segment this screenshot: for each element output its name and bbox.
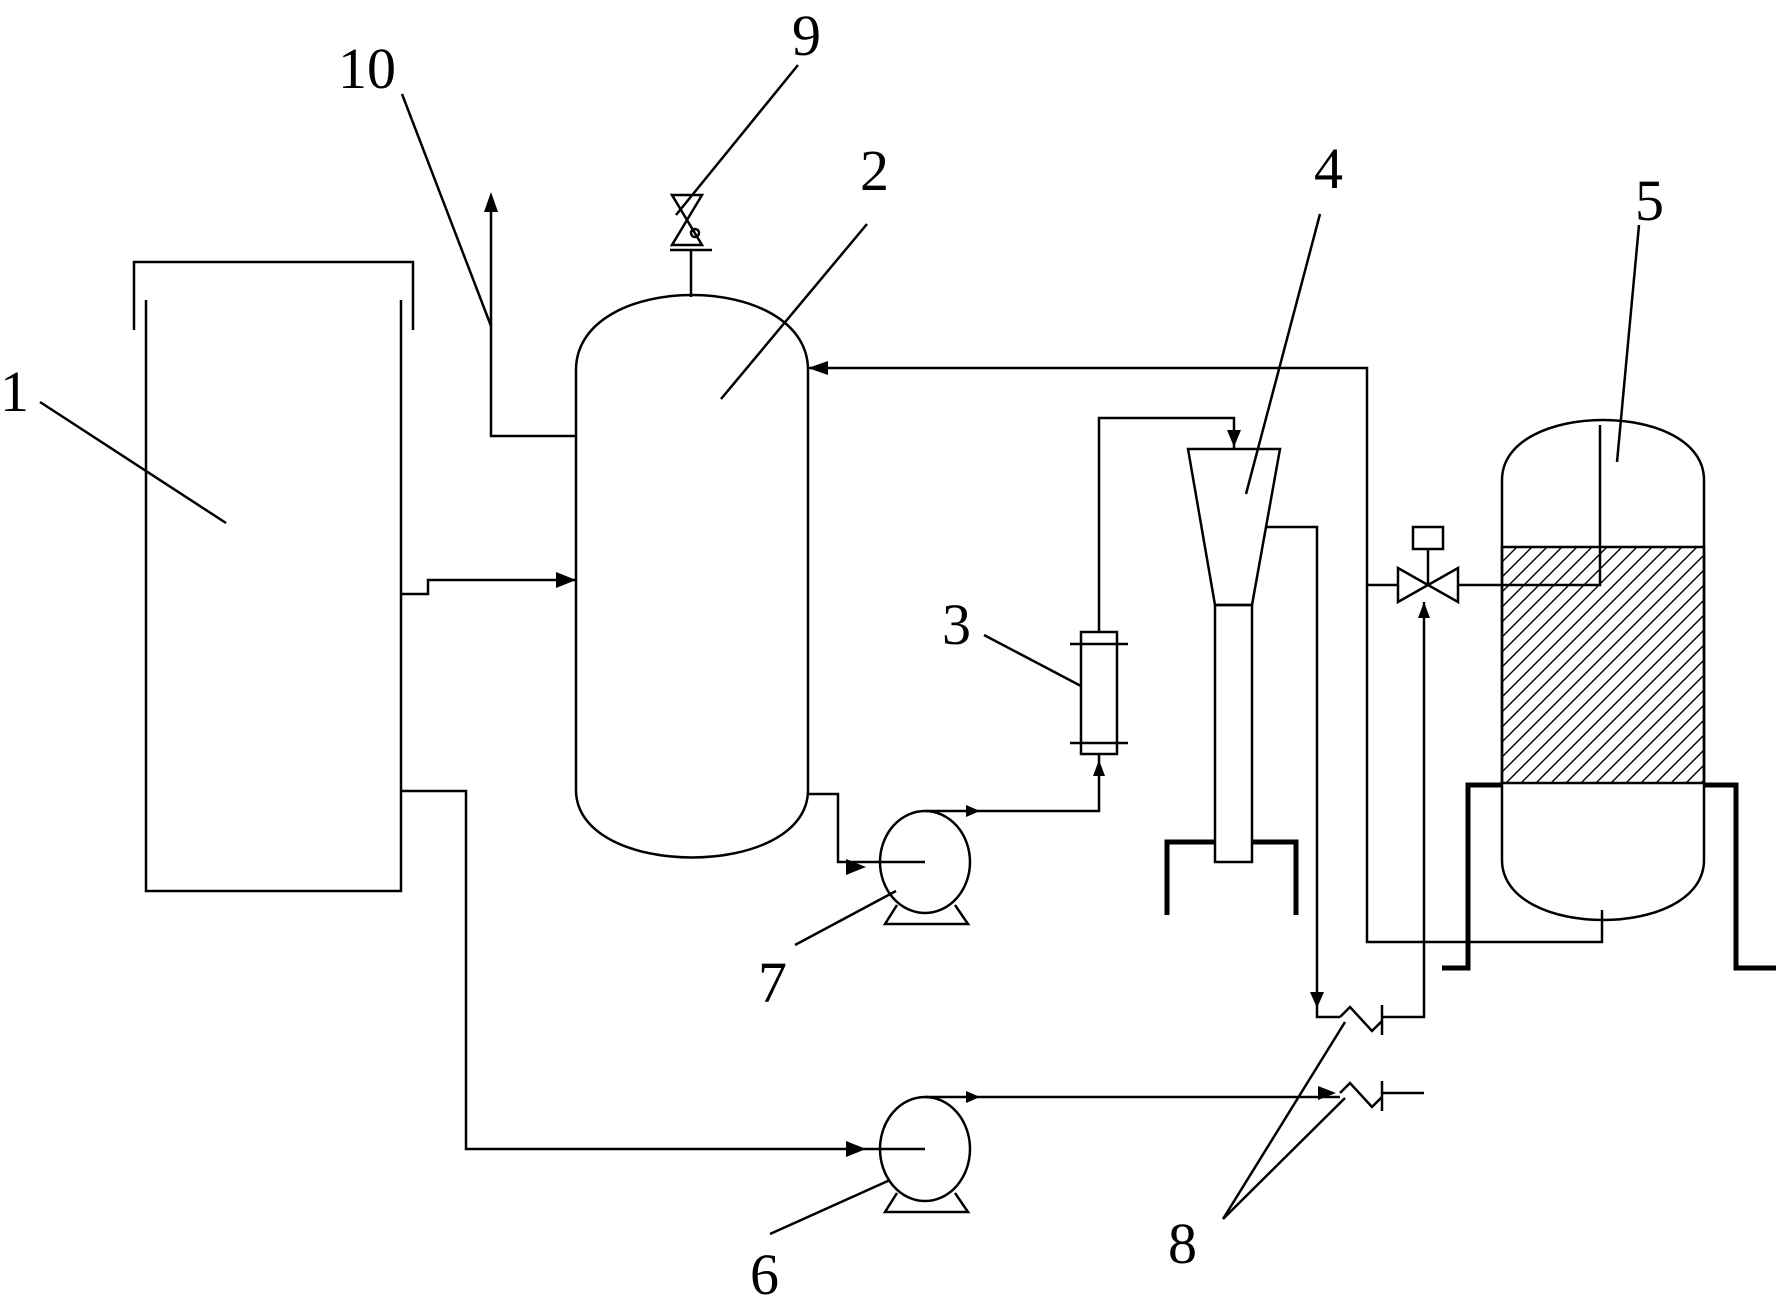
hatch-line [1746, 547, 1776, 783]
hatch-line [1502, 547, 1563, 608]
label-10: 10 [338, 36, 396, 101]
hatch-line [1502, 547, 1638, 683]
hatch-line [1670, 749, 1704, 783]
check-valve-8-lower [1339, 1081, 1384, 1111]
heat-exchanger-3 [1070, 630, 1128, 756]
pump-6 [878, 1095, 972, 1214]
label-2: 2 [860, 138, 889, 203]
hatch-line [1700, 779, 1704, 783]
arrow-into-vessel-2 [556, 572, 576, 588]
hatch-line [1502, 547, 1593, 638]
label-4: 4 [1314, 136, 1343, 201]
hatch-line [1716, 547, 1776, 783]
label-1: 1 [0, 359, 29, 424]
arrow-into-ejector-4 [1227, 430, 1241, 447]
callout-labels: 1 2 3 4 5 6 7 8 9 10 [0, 3, 1664, 1299]
hatch-line [1610, 689, 1704, 783]
arrow-into-check-valve-upper [1310, 992, 1324, 1008]
hatch-line [1535, 614, 1704, 783]
arrow-return-vessel-2 [808, 361, 828, 375]
label-7: 7 [758, 950, 787, 1015]
packing-hatch [1502, 547, 1776, 783]
arrow-pump-6-out [966, 1091, 980, 1103]
hatch-line [1655, 734, 1704, 783]
arrow-into-check-valve-lower [1318, 1086, 1336, 1100]
hatch-line [1595, 674, 1704, 783]
hatch-line [1565, 644, 1704, 783]
hatch-line [1640, 719, 1704, 783]
arrow-into-three-way-valve [1418, 602, 1430, 618]
hatch-line [1502, 547, 1668, 713]
hatch-line [1761, 547, 1776, 783]
hatch-line [1520, 599, 1704, 783]
hatch-line [1502, 554, 1704, 758]
packed-column-5 [1442, 418, 1776, 971]
label-8: 8 [1168, 1211, 1197, 1276]
arrow-into-pump-6 [846, 1141, 866, 1157]
flow-arrows [484, 192, 1430, 1157]
pump-7 [878, 809, 972, 926]
label-9: 9 [792, 3, 821, 68]
hatch-line [1502, 569, 1704, 773]
label-6: 6 [750, 1242, 779, 1299]
hatch-line [1502, 547, 1548, 593]
hatch-line [1502, 547, 1653, 698]
leader-lines [39, 64, 1641, 1236]
check-valve-8-upper [1339, 1005, 1384, 1035]
hatch-line [1505, 584, 1704, 783]
arrow-into-pump-7 [846, 859, 866, 875]
hatch-line [1580, 659, 1704, 783]
vessel-2 [574, 293, 810, 859]
hatch-line [1502, 547, 1578, 623]
hatch-line [1625, 704, 1704, 783]
hatch-line [1502, 547, 1503, 548]
arrow-pump-7-out [966, 805, 980, 817]
hatch-line [1502, 547, 1623, 668]
arrow-into-hx-3 [1093, 760, 1105, 776]
vent-valve-9 [669, 193, 712, 297]
ejector-4 [1164, 447, 1299, 915]
hatch-line [1502, 547, 1533, 578]
hatch-line [1731, 547, 1776, 783]
label-5: 5 [1635, 168, 1664, 233]
three-way-valve [1396, 525, 1460, 605]
hatch-line [1502, 547, 1683, 728]
arrow-vent-up [484, 192, 498, 212]
label-3: 3 [942, 592, 971, 657]
hatch-line [1502, 547, 1608, 653]
tank-1 [132, 260, 415, 893]
hatch-line [1502, 547, 1698, 743]
piping [401, 198, 1604, 1151]
hatch-line [1550, 629, 1704, 783]
